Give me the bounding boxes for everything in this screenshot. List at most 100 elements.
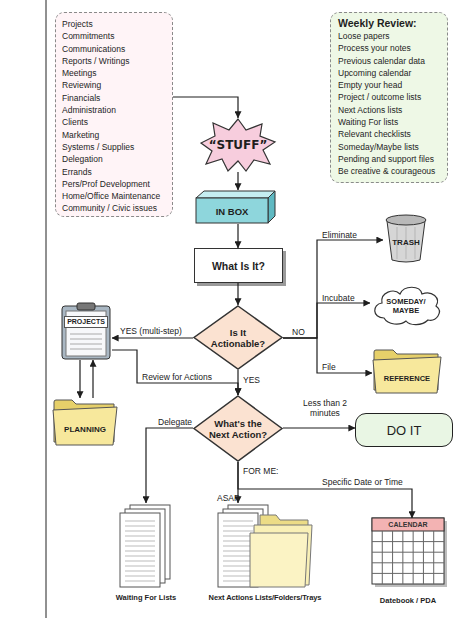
calendar-icon-part xyxy=(402,531,403,584)
calendar-icon-part xyxy=(413,531,414,584)
calendar-icon-part xyxy=(423,531,424,584)
flow-connector xyxy=(79,360,80,398)
icon-caption: Waiting For Lists xyxy=(116,593,177,603)
text-holder: Next Actions Lists/Folders/Trays xyxy=(200,503,330,603)
flow-connector xyxy=(237,370,238,395)
edge-label: File xyxy=(322,362,336,372)
flow-connector xyxy=(173,97,238,118)
review-item: Pending and support files xyxy=(338,153,434,165)
flow-connector xyxy=(283,240,383,338)
weekly-review-box: Weekly Review:Loose papersProcess your n… xyxy=(330,12,448,183)
calendar-icon-part xyxy=(433,531,434,584)
calendar-icon-part xyxy=(372,541,444,542)
calendar-icon-outline xyxy=(368,518,448,606)
edge-label: Eliminate xyxy=(322,230,357,240)
list-item: Commitments xyxy=(62,30,114,42)
inbox-tray-part xyxy=(196,191,275,198)
waiting-lists-icon: Waiting For Lists xyxy=(110,503,182,603)
projects-clipboard-part xyxy=(62,306,110,359)
flow-connector xyxy=(146,428,193,503)
folder-label: PLANNING xyxy=(64,425,106,434)
flow-connector xyxy=(237,172,238,190)
review-item: Someday/Maybe lists xyxy=(338,141,419,153)
waiting-lists-icon-part xyxy=(125,521,155,522)
projects-clipboard-part xyxy=(77,303,95,310)
next-actions-icon-part xyxy=(223,576,253,577)
waiting-lists-icon-part xyxy=(125,581,155,582)
decision-diamond: What's the Next Action? xyxy=(193,395,283,462)
flow-label: NO xyxy=(292,327,305,337)
next-actions-icon-part xyxy=(223,556,253,557)
waiting-lists-icon-part xyxy=(125,551,155,552)
text-holder: ProjectsCommitmentsCommunicationsReports… xyxy=(56,13,172,216)
review-item: Previous calendar data xyxy=(338,55,425,67)
flow-connector xyxy=(92,360,93,398)
review-item: Waiting For lists xyxy=(338,116,398,128)
edge-label: Incubate xyxy=(322,293,355,303)
text-holder: TRASH xyxy=(383,221,429,263)
next-actions-icon-part xyxy=(223,571,253,572)
review-item: Project / outcome lists xyxy=(338,91,421,103)
review-item: Loose papers xyxy=(338,30,390,42)
waiting-lists-icon-part xyxy=(125,576,155,577)
text-holder: REFERENCE xyxy=(372,362,442,394)
decision-label: Is It Actionable? xyxy=(209,327,267,349)
list-item: Meetings xyxy=(62,67,97,79)
flow-connector xyxy=(237,283,238,305)
review-heading: Weekly Review: xyxy=(338,17,417,30)
decision-diamond-part xyxy=(194,396,282,461)
planning-folder-part xyxy=(53,407,117,445)
waiting-lists-icon-part xyxy=(120,513,160,587)
review-item: Empty your head xyxy=(338,79,402,91)
list-item: Pers/Prof Development xyxy=(62,178,150,190)
calendar-icon-part xyxy=(372,518,444,531)
list-item: Administration xyxy=(62,104,116,116)
flow-connector xyxy=(112,350,238,395)
flow-connector xyxy=(283,303,370,338)
text-holder: Is It Actionable? xyxy=(209,305,267,370)
text-holder: What's the Next Action? xyxy=(207,395,269,462)
icon-caption: Next Actions Lists/Folders/Trays xyxy=(209,593,322,603)
trash-can-part xyxy=(387,221,425,262)
waiting-lists-icon-part xyxy=(125,571,155,572)
folder-label: REFERENCE xyxy=(384,374,430,383)
next-actions-icon-part xyxy=(223,526,253,527)
flow-connector xyxy=(283,338,372,373)
do-it-box: DO IT xyxy=(355,413,453,447)
edge-label: YES (multi-step) xyxy=(120,326,182,336)
list-item: Delegation xyxy=(62,153,103,165)
trash-can: TRASH xyxy=(383,213,429,263)
edge-label: Less than 2 minutes xyxy=(298,398,352,418)
list-item: Community / Civic issues xyxy=(62,202,157,214)
decision-label: What's the Next Action? xyxy=(207,418,269,440)
icon-caption: Datebook / PDA xyxy=(380,596,436,606)
waiting-lists-icon-part xyxy=(125,546,155,547)
list-item: Projects xyxy=(62,18,93,30)
someday-cloud-part xyxy=(375,287,440,324)
next-actions-icon-part xyxy=(223,566,253,567)
review-item: Be creative & courageous xyxy=(338,165,435,177)
next-actions-icon-part xyxy=(223,531,253,532)
calendar-icon-part xyxy=(372,562,444,563)
text-holder: CALENDARDatebook / PDA xyxy=(368,518,448,606)
planning-folder-outline xyxy=(52,398,118,446)
list-item: Systems / Supplies xyxy=(62,141,134,153)
review-item: Relevant checklists xyxy=(338,128,411,140)
inbox-tray: IN BOX xyxy=(196,190,276,224)
flow-label: FOR ME: xyxy=(243,466,278,476)
projects-clipboard-part xyxy=(70,349,102,350)
waiting-lists-icon-part xyxy=(125,556,155,557)
next-actions-icon-part xyxy=(223,551,253,552)
projects-clipboard-part xyxy=(70,344,102,345)
edge-label: ASAP xyxy=(217,493,240,503)
projects-clipboard-part xyxy=(70,334,102,335)
page-frame-line xyxy=(46,0,47,618)
list-item: Home/Office Maintenance xyxy=(62,190,160,202)
next-actions-icon-part xyxy=(223,581,253,582)
review-item: Upcoming calendar xyxy=(338,67,411,79)
list-item: Reports / Writings xyxy=(62,55,129,67)
reference-folder-outline xyxy=(372,348,442,394)
calendar-icon-part xyxy=(382,531,383,584)
next-actions-icon-outline xyxy=(200,503,330,603)
list-item: Financials xyxy=(62,92,100,104)
